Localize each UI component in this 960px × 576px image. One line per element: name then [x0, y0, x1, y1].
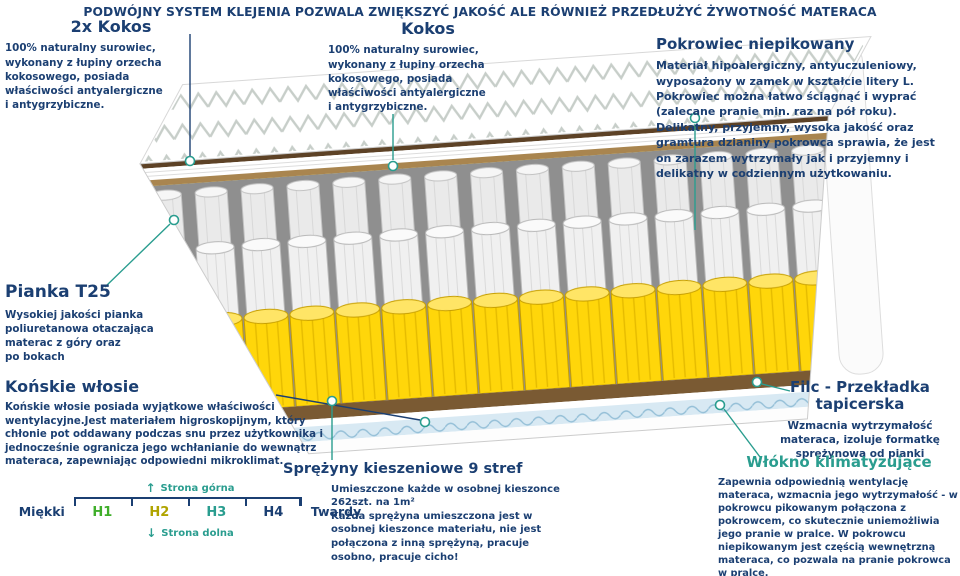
annotation-kokos-2x: 2x Kokos 100% naturalny surowiec, wykona…	[5, 17, 217, 112]
callout-dot-kokos2x	[184, 155, 196, 167]
scale-bottom-label: Strona dolna	[161, 527, 234, 539]
callout-dot-pokrowiec	[689, 112, 701, 124]
callout-dot-wlokno	[714, 399, 726, 411]
scale-level-h2: H2	[149, 505, 170, 520]
annotation-heading: Końskie włosie	[5, 377, 140, 396]
annotation-heading: Kokos	[401, 19, 455, 38]
callout-dot-kokos	[387, 160, 399, 172]
bottom-cover-layer	[140, 402, 850, 465]
felt-layer	[140, 366, 850, 432]
annotation-body: Wzmacnia wytrzymałość materaca, izoluje …	[780, 419, 940, 461]
annotation-heading: Włókno klimatyzujące	[746, 453, 932, 471]
scale-tick	[187, 499, 191, 506]
climate-fiber-layer	[140, 387, 850, 454]
scale-track: H1 H2 H3 H4	[73, 497, 302, 525]
scale-tick	[299, 499, 302, 506]
kokos-top-layer	[140, 115, 849, 171]
pocket-springs-layer	[140, 137, 850, 418]
scale-soft-label: Miękki	[18, 504, 65, 519]
annotation-body: Zapewnia odpowiednią wentylację materaca…	[718, 477, 958, 576]
arrow-down-icon: ↓	[146, 526, 157, 540]
annotation-body: Umieszczone każde w osobnej kieszonce 26…	[331, 483, 560, 563]
annotation-pokrowiec: Pokrowiec niepikowany Materiał hipoalerg…	[656, 35, 952, 181]
annotation-heading: Pokrowiec niepikowany	[656, 35, 855, 53]
scale-level-h1: H1	[92, 505, 113, 520]
annotation-konskie-wlosie: Końskie włosie Końskie włosie posiada wy…	[5, 377, 337, 469]
scale-tick	[130, 499, 134, 506]
annotation-heading: Filc - Przekładka tapicerska	[790, 378, 930, 414]
annotation-body: Wysokiej jakości pianka poliuretanowa ot…	[5, 308, 154, 364]
scale-hard-label: Twardy	[310, 504, 362, 519]
callout-dot-pianka	[168, 214, 180, 226]
annotation-sprezyny: Sprężyny kieszeniowe 9 stref Umieszczone…	[283, 461, 568, 564]
annotation-kokos: Kokos 100% naturalny surowiec, wykonany …	[328, 19, 528, 114]
arrow-up-icon: ↑	[145, 481, 156, 495]
annotation-pianka-t25: Pianka T25 Wysokiej jakości pianka poliu…	[5, 282, 220, 364]
kokos-second-layer	[140, 131, 850, 189]
scale-top-caption: ↑ Strona górna	[145, 481, 234, 495]
annotation-heading: 2x Kokos	[70, 17, 152, 36]
callout-lines	[104, 34, 791, 460]
annotation-filc: Filc - Przekładka tapicerska Wzmacnia wy…	[770, 378, 950, 462]
scale-level-h4: H4	[263, 505, 284, 520]
scale-tick	[244, 499, 248, 506]
annotation-body: 100% naturalny surowiec, wykonany z łupi…	[5, 42, 163, 112]
annotation-body: Materiał hipoalergiczny, antyuczuleniowy…	[656, 59, 935, 180]
scale-top-label: Strona górna	[160, 482, 235, 494]
scale-level-h3: H3	[206, 505, 227, 520]
scale-tick	[73, 499, 77, 506]
foam-layer	[140, 119, 850, 183]
callout-dot-sprezyny	[326, 395, 338, 407]
annotation-wlokno: Włókno klimatyzujące Zapewnia odpowiedni…	[718, 453, 960, 576]
page-title: PODWÓJNY SYSTEM KLEJENIA POZWALA ZWIĘKSZ…	[83, 5, 877, 19]
annotation-heading: Pianka T25	[5, 282, 111, 302]
scale-row: Miękki H1 H2 H3 H4 Twardy	[10, 497, 371, 525]
scale-bottom-caption: ↓ Strona dolna	[146, 526, 234, 540]
annotation-body: 100% naturalny surowiec, wykonany z łupi…	[328, 44, 486, 114]
annotation-heading: Sprężyny kieszeniowe 9 stref	[283, 461, 523, 477]
callout-dot-konskie	[419, 416, 431, 428]
callout-dot-filc	[751, 376, 763, 388]
firmness-scale: ↑ Strona górna Miękki H1 H2 H3 H4 Twardy…	[19, 481, 362, 540]
annotation-body: Końskie włosie posiada wyjątkowe właściw…	[5, 402, 323, 468]
